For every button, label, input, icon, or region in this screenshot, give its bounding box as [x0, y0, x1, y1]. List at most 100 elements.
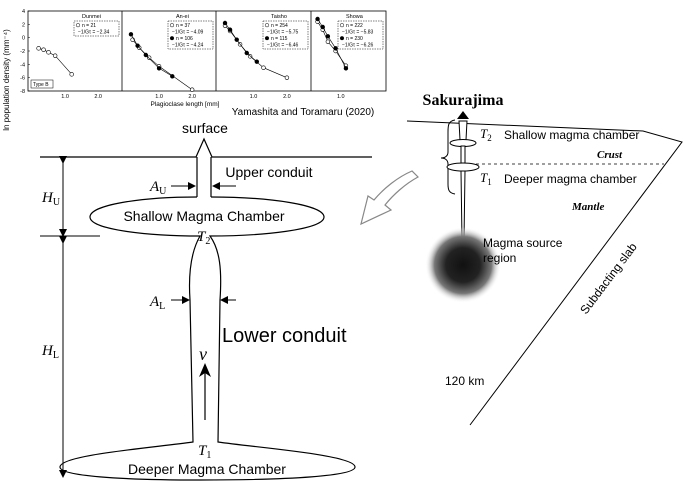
legend-marker [169, 36, 175, 41]
h-lower-label: HL [41, 343, 59, 361]
series-open-point [284, 75, 290, 80]
series-open-point [41, 47, 46, 52]
series-open-point [261, 65, 266, 70]
t2-section-label: T2 [480, 126, 492, 143]
y-ticks: 420-2-4-6-8 [20, 9, 30, 95]
legend-text: n = 222 [346, 23, 363, 29]
legend-marker [169, 23, 175, 28]
deeper-chamber-label: Deeper Magma Chamber [128, 461, 286, 477]
series-filled-point [135, 43, 140, 48]
csd-plot-group: ln population density (mm⁻⁴) 420-2-4-6-8… [2, 9, 387, 131]
legend-text: −1/Gτ = −5.75 [267, 30, 299, 36]
series-open-point [46, 50, 51, 55]
series-filled-point [244, 50, 249, 56]
legend-box [337, 20, 384, 50]
upper-conduit-label: Upper conduit [225, 164, 312, 180]
x-tick-label: 1.0 [337, 94, 345, 100]
series-filled-line [130, 34, 173, 77]
volcano-section: Sakurajima T2 Shallow magma chamber Crus… [406, 92, 683, 426]
series-filled-point [143, 52, 149, 58]
panel-name: An-ei [176, 14, 189, 20]
y-tick-label: 2 [22, 22, 25, 28]
series-filled-point [343, 66, 349, 71]
legend-text: −1/Gτ = −2.34 [78, 30, 110, 36]
legend-marker [264, 36, 270, 41]
series-open-point [325, 39, 331, 44]
surface-line [40, 137, 372, 158]
y-tick-label: -4 [20, 62, 25, 68]
lower-conduit-label: Lower conduit [222, 325, 347, 347]
conduit-diagram: surface Upper conduit AU Shallow Magma C… [40, 120, 372, 481]
legend-text: −1/Gτ = −4.09 [172, 30, 204, 36]
x-tick-label: 2.0 [188, 94, 196, 100]
t1-label: T1 [198, 443, 211, 461]
legend-marker [339, 23, 345, 28]
legend-text: n = 106 [176, 36, 193, 42]
series-filled-point [320, 24, 325, 30]
legend-marker [75, 23, 81, 28]
depth-label: 120 km [445, 374, 484, 388]
volcano-peak-icon [457, 111, 469, 119]
csd-panel-taisho: 1.0 2.0 Taisho n = 254−1/Gτ = −5.75n = 115−… [222, 14, 309, 100]
x-axis-label: Plagioclase length [mm] [150, 101, 219, 108]
series-filled-point [333, 46, 338, 51]
y-tick-label: 4 [22, 9, 25, 15]
volcano-title: Sakurajima [423, 92, 504, 109]
legend-box [73, 20, 120, 37]
x-tick-label: 2.0 [94, 94, 102, 100]
series-filled-point [325, 34, 331, 39]
y-axis-label: ln population density (mm⁻⁴) [2, 29, 11, 131]
t2-label: T2 [197, 229, 210, 247]
shallow-chamber-section-label: Shallow magma chamber [504, 128, 639, 142]
series-filled-point [156, 66, 162, 71]
series-open-point [52, 53, 58, 58]
legend-text: −1/Gτ = −6.46 [267, 43, 299, 49]
series-filled-point [222, 20, 228, 26]
legend-text: n = 254 [271, 23, 288, 29]
crust-label: Crust [597, 149, 623, 161]
velocity-arrowhead [199, 363, 211, 377]
zoom-pointer-arrow [360, 170, 419, 226]
series-open-point [69, 72, 74, 77]
x-tick-label: 2.0 [283, 94, 291, 100]
series-filled-point [234, 37, 239, 42]
legend-text: −1/Gτ = −4.24 [172, 43, 204, 49]
y-tick-label: -6 [20, 76, 25, 82]
series-open-point [189, 87, 195, 92]
mini-magma-system [446, 120, 480, 241]
velocity-label: v [199, 344, 207, 364]
series-open-point [146, 55, 152, 60]
slab-label: Subdacting slab [577, 240, 640, 317]
series-filled-point [254, 59, 260, 64]
series-open-point [36, 46, 41, 51]
y-tick-label: -2 [20, 49, 25, 55]
legend-box [167, 20, 214, 50]
shallow-chamber-label: Shallow Magma Chamber [123, 208, 284, 224]
mantle-label: Mantle [571, 201, 605, 213]
surface-label: surface [182, 120, 228, 136]
x-tick-label: 1.0 [250, 94, 258, 100]
panel-name: Showa [346, 14, 364, 20]
x-tick-label: 1.0 [155, 94, 163, 100]
legend-text: n = 115 [271, 36, 288, 42]
panel-name: Taisho [271, 14, 287, 20]
legend-text: n = 230 [346, 36, 363, 42]
legend-text: n = 21 [82, 23, 96, 29]
magma-source-blob [425, 227, 501, 303]
shallow-chamber-shape [59, 196, 356, 481]
crust-brace [440, 119, 456, 195]
series-filled-point [170, 74, 175, 79]
a-upper-label: AU [149, 179, 167, 197]
legend-box [262, 20, 309, 50]
x-tick-label: 1.0 [61, 94, 69, 100]
y-tick-label: -8 [20, 89, 25, 95]
series-open-line [38, 48, 72, 75]
series-filled-point [128, 32, 134, 37]
plot-frame [27, 10, 387, 92]
magma-source-label-line2: region [483, 251, 516, 265]
deeper-chamber-section-label: Deeper magma chamber [504, 172, 637, 186]
